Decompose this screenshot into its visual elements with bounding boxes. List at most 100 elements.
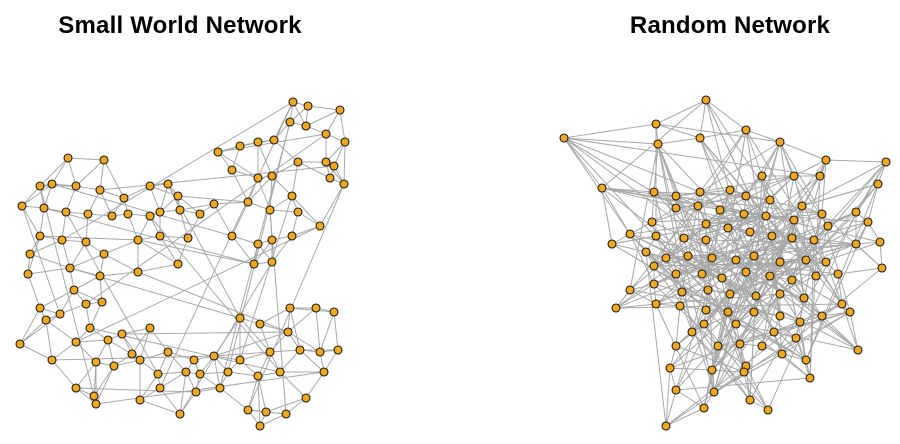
network-node	[283, 327, 293, 337]
small-world-panel: Small World Network	[15, 12, 350, 431]
network-node	[285, 117, 295, 127]
network-node	[791, 333, 801, 343]
network-edge	[735, 235, 773, 325]
network-node	[35, 181, 45, 191]
small-world-title: Small World Network	[58, 12, 302, 39]
network-edge	[779, 141, 843, 305]
network-edge	[213, 331, 289, 357]
network-edge	[39, 157, 69, 187]
network-edge	[779, 141, 823, 215]
network-edge	[655, 99, 707, 125]
network-edge	[319, 183, 345, 227]
network-node	[267, 257, 277, 267]
network-node	[215, 383, 225, 393]
network-node	[145, 181, 155, 191]
network-node	[671, 385, 681, 395]
network-node	[775, 289, 785, 299]
network-edge	[99, 165, 335, 191]
network-node	[235, 313, 245, 323]
random-panel: Random Network	[450, 0, 900, 444]
network-node	[715, 205, 725, 215]
network-edge	[821, 159, 827, 215]
network-node	[329, 161, 339, 171]
network-node	[625, 229, 635, 239]
network-edge	[75, 225, 321, 343]
network-edge	[681, 259, 737, 293]
network-node	[653, 139, 663, 149]
network-edge	[121, 331, 289, 335]
network-edge	[657, 137, 701, 145]
network-node	[311, 303, 321, 313]
network-edge	[665, 321, 801, 427]
network-edge	[219, 121, 291, 389]
network-node	[89, 391, 99, 401]
network-node	[651, 119, 661, 129]
network-edge	[179, 209, 189, 239]
network-node	[133, 235, 143, 245]
network-edge	[315, 307, 321, 353]
network-edge	[29, 253, 71, 269]
network-node	[63, 153, 73, 163]
network-edge	[75, 387, 197, 393]
network-edge	[45, 319, 77, 343]
network-edge	[655, 235, 757, 297]
network-edge	[809, 239, 815, 379]
network-node	[789, 215, 799, 225]
network-node	[731, 319, 741, 329]
network-edge	[59, 303, 87, 315]
network-node	[47, 179, 57, 189]
network-edge	[45, 319, 53, 361]
network-node	[641, 247, 651, 257]
network-node	[293, 207, 303, 217]
network-edge	[103, 159, 125, 199]
network-edge	[657, 143, 715, 393]
network-edge	[65, 211, 159, 375]
network-edge	[39, 289, 75, 309]
network-edge	[665, 367, 671, 427]
network-edge	[39, 235, 139, 241]
network-node	[725, 289, 735, 299]
network-node	[35, 231, 45, 241]
network-node	[751, 291, 761, 301]
network-node	[39, 203, 49, 213]
network-edge	[231, 201, 249, 237]
network-node	[55, 309, 65, 319]
network-edge	[279, 371, 307, 399]
network-node	[99, 249, 109, 259]
network-node	[559, 133, 569, 143]
network-node	[761, 211, 771, 221]
network-edge	[89, 301, 103, 329]
network-node	[707, 365, 717, 375]
network-edge	[675, 213, 823, 275]
network-edge	[231, 169, 249, 203]
network-edge	[611, 243, 807, 361]
network-node	[671, 341, 681, 351]
network-edge	[769, 199, 811, 379]
network-edge	[177, 237, 189, 265]
network-edge	[563, 137, 821, 177]
network-node	[679, 233, 689, 243]
network-edge	[339, 109, 346, 143]
network-node	[315, 221, 325, 231]
network-edge	[19, 313, 61, 345]
network-node	[253, 173, 263, 183]
network-node	[661, 421, 671, 431]
network-edge	[51, 183, 233, 237]
network-node	[25, 249, 35, 259]
network-edge	[265, 397, 307, 413]
network-node	[340, 137, 350, 147]
network-edge	[691, 275, 817, 333]
network-node	[119, 193, 129, 203]
network-edge	[99, 271, 139, 277]
network-edge	[75, 361, 97, 389]
network-node	[293, 157, 303, 167]
network-node	[91, 399, 101, 409]
network-node	[281, 409, 291, 419]
network-node	[651, 231, 661, 241]
network-edge	[19, 319, 47, 345]
network-node	[61, 207, 71, 217]
network-edge	[615, 303, 657, 309]
network-node	[757, 171, 767, 181]
network-edge	[727, 237, 793, 313]
network-edge	[675, 389, 705, 409]
